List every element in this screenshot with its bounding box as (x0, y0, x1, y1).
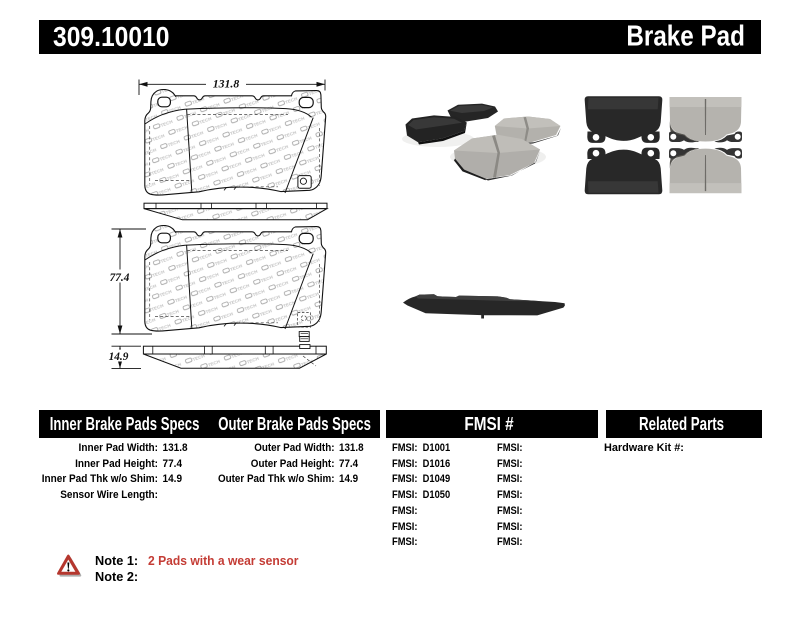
svg-text:77.4: 77.4 (110, 272, 130, 284)
svg-text:!: ! (66, 560, 71, 575)
svg-text:14.9: 14.9 (109, 351, 129, 363)
svg-text:131.8: 131.8 (213, 77, 240, 91)
